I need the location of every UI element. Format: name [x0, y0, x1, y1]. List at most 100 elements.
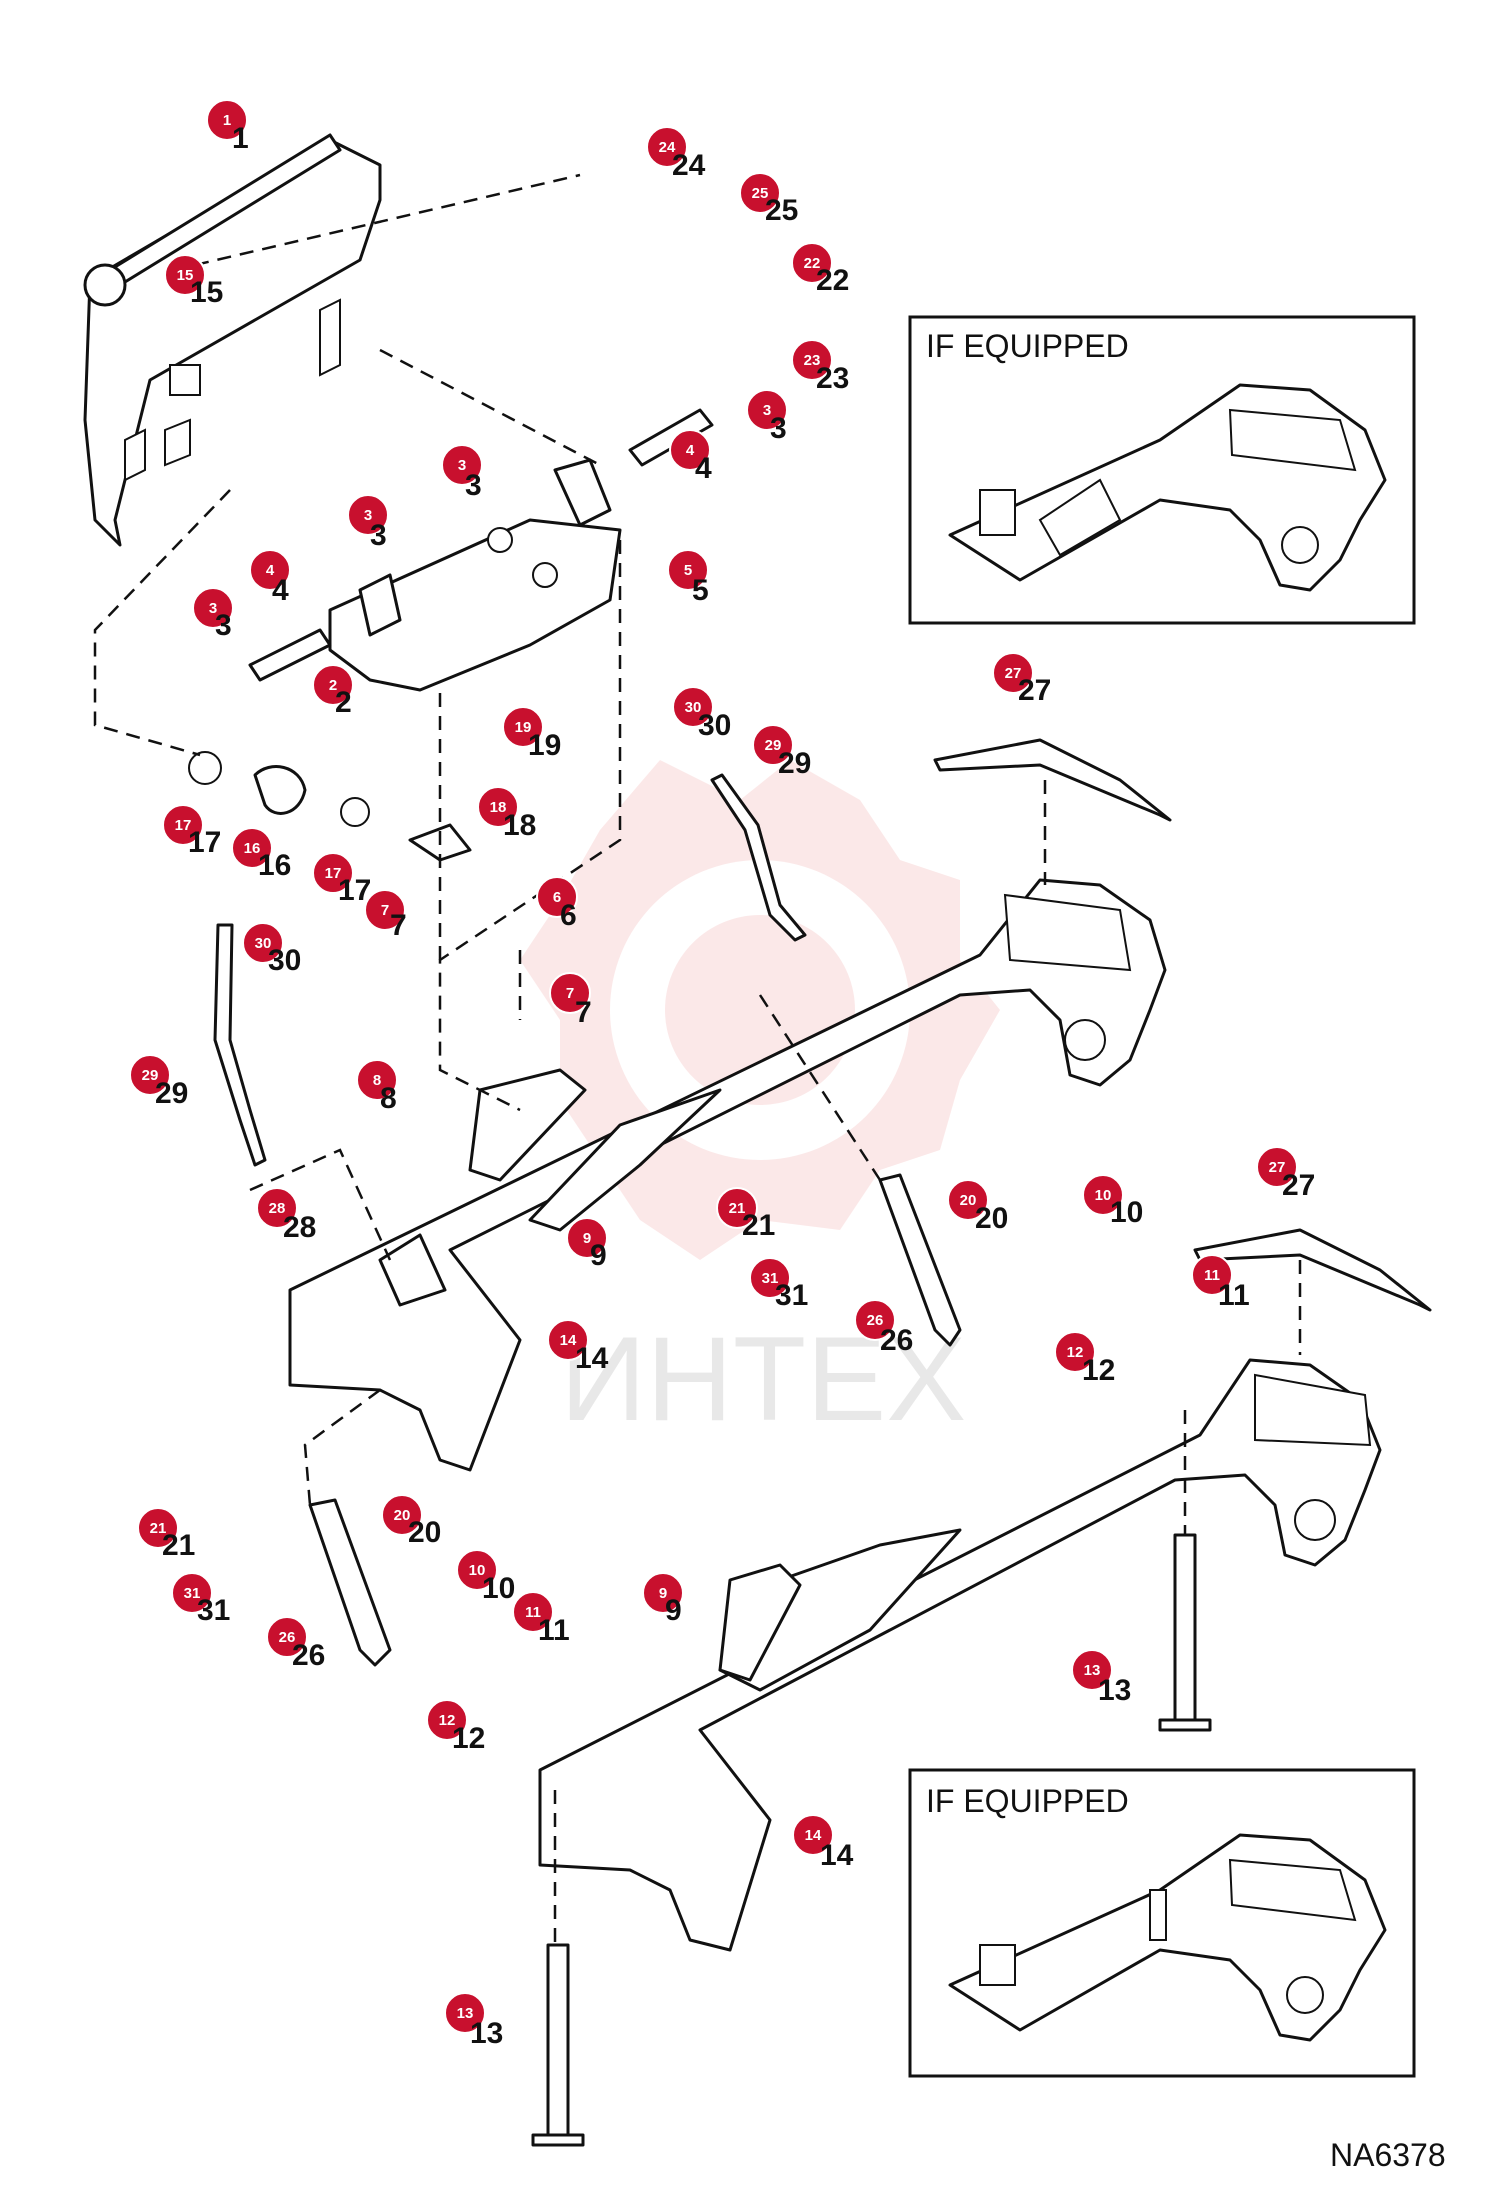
callout-badge-label: 3 [364, 507, 372, 524]
callout-number: 3 [215, 609, 232, 642]
callout-number: 9 [665, 1594, 682, 1627]
callout-number: 30 [698, 709, 731, 742]
callout-badge-label: 12 [1067, 1344, 1084, 1361]
callout-badge [242, 922, 284, 964]
pivot-bracket [328, 458, 622, 692]
callout-number: 29 [155, 1077, 188, 1110]
callout-badge [162, 804, 204, 846]
callout-number: 11 [538, 1614, 570, 1647]
callout-number: 4 [272, 574, 289, 607]
callout-badge [129, 1054, 171, 1096]
callout-badge [672, 686, 714, 728]
callout-badge-label: 23 [804, 352, 821, 369]
callout-badge [444, 1992, 486, 2034]
callout-badge [646, 126, 688, 168]
callout-badge-label: 29 [142, 1067, 159, 1084]
frame-upper [288, 878, 1167, 1472]
callout-badge [477, 786, 519, 828]
callout-number: 20 [975, 1202, 1008, 1235]
callout-number: 3 [770, 412, 787, 445]
callout-badge-label: 6 [553, 889, 561, 906]
callout-badge-label: 10 [469, 1562, 486, 1579]
spring-assembly [188, 751, 472, 862]
callout-7: 77 [549, 972, 592, 1029]
callout-badge-label: 21 [150, 1520, 167, 1537]
callout-badge [746, 389, 788, 431]
callout-number: 7 [575, 996, 592, 1029]
callout-number: 17 [188, 826, 221, 859]
callout-badge-label: 1 [223, 112, 231, 129]
callout-number: 27 [1282, 1169, 1315, 1202]
callout-badge-label: 13 [457, 2005, 474, 2022]
callout-number: 1 [232, 122, 249, 155]
callout-badge [312, 664, 354, 706]
inset-top-title: IF EQUIPPED [926, 328, 1129, 364]
callout-number: 18 [503, 809, 536, 842]
callout-4: 44 [249, 549, 291, 607]
callout-number: 20 [408, 1516, 441, 1549]
callout-3: 33 [746, 389, 788, 445]
callout-badge [356, 1059, 398, 1101]
callout-number: 22 [816, 264, 849, 297]
callout-badge [669, 429, 711, 471]
callout-badge-label: 28 [269, 1200, 286, 1217]
callout-badge-label: 4 [266, 562, 275, 579]
callout-number: 28 [283, 1211, 316, 1244]
callout-badge-label: 11 [1204, 1267, 1220, 1284]
callout-number: 2 [335, 686, 352, 719]
callout-number: 17 [338, 874, 371, 907]
inset-top: IF EQUIPPED [908, 315, 1416, 625]
callout-badge [192, 587, 234, 629]
callout-number: 14 [820, 1839, 854, 1872]
callout-number: 19 [528, 729, 561, 762]
callout-2: 22 [312, 664, 354, 719]
callout-number: 23 [816, 362, 849, 395]
callout-badge [739, 172, 781, 214]
callout-badge-label: 4 [686, 442, 695, 459]
callout-number: 31 [197, 1594, 230, 1627]
callout-badge [854, 1299, 896, 1341]
callout-badge-label: 30 [685, 699, 702, 716]
inset-bottom-title: IF EQUIPPED [926, 1783, 1129, 1819]
callout-number: 7 [390, 909, 407, 942]
callout-badge-label: 3 [209, 600, 217, 617]
callout-badge-label: 19 [515, 719, 532, 736]
callout-badge [947, 1179, 989, 1221]
callout-badge [171, 1572, 213, 1614]
callout-badge [566, 1217, 608, 1259]
callout-badge-label: 14 [560, 1332, 577, 1349]
frame-lower [538, 1358, 1382, 1952]
callout-number: 11 [1218, 1279, 1250, 1312]
callout-badge [547, 1319, 589, 1361]
callout-number: 30 [268, 944, 301, 977]
callout-badge-label: 26 [867, 1312, 884, 1329]
callout-number: 4 [695, 452, 712, 485]
callout-badge-label: 8 [373, 1072, 381, 1089]
callout-badge [1082, 1174, 1124, 1216]
callout-badge [502, 706, 544, 748]
callout-number: 24 [672, 149, 706, 182]
handle-rods [213, 773, 807, 1167]
callout-badge [1071, 1649, 1113, 1691]
callout-badge [512, 1591, 554, 1633]
callout-8: 88 [356, 1059, 398, 1115]
callout-badge [206, 99, 248, 141]
reference-code: NA6378 [1330, 2137, 1446, 2173]
